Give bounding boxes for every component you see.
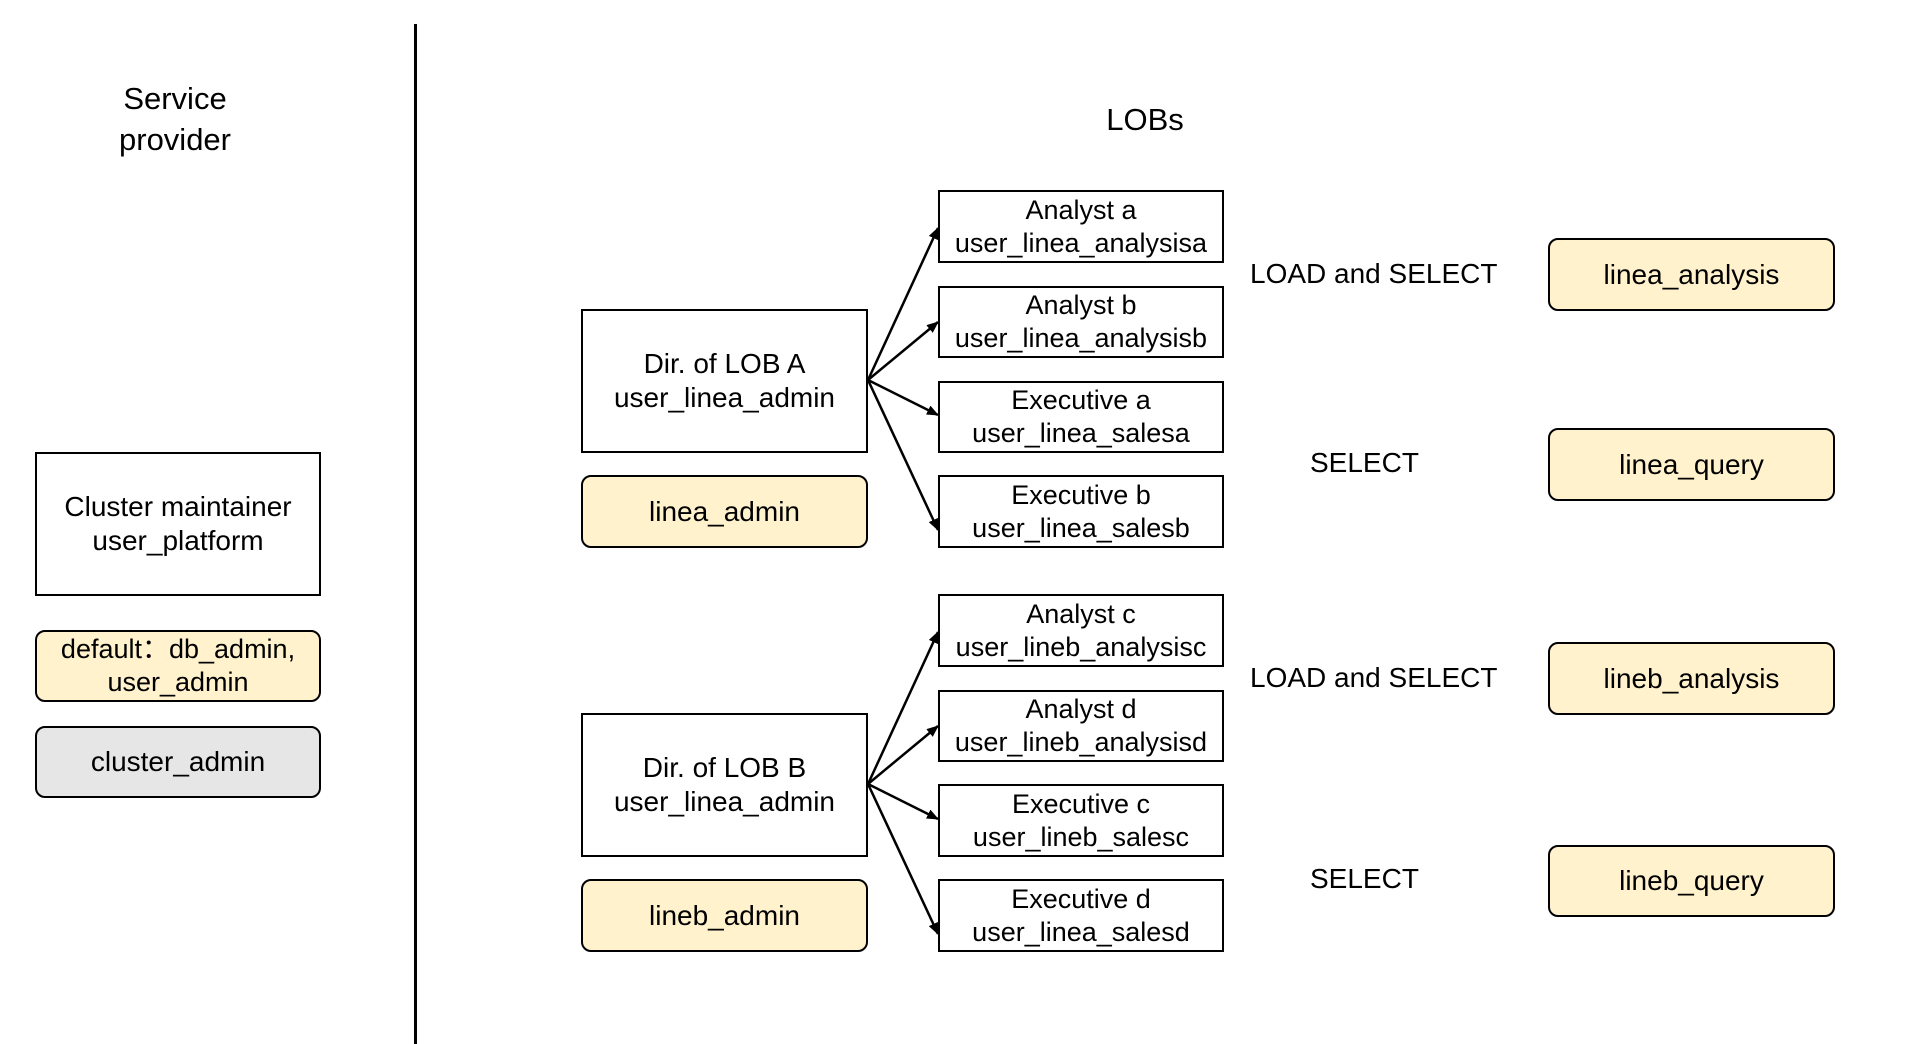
arrow-lob-b-to-executive-d	[866, 783, 940, 935]
role-box-linea-analysis: linea_analysis	[1548, 238, 1835, 311]
arrow-lob-b-to-analyst-c	[866, 631, 940, 785]
default-role-box: default：db_admin, user_admin	[35, 630, 321, 702]
member-box-analyst-d: Analyst d user_lineb_analysisd	[938, 690, 1224, 762]
lob-b-director-box: Dir. of LOB B user_linea_admin	[581, 713, 868, 857]
service-provider-title-line1: Service	[123, 81, 227, 116]
cluster-maintainer-title: Cluster maintainer	[64, 491, 292, 522]
member-role-title: Executive d	[1011, 883, 1151, 914]
lob-a-permission-load-select: LOAD and SELECT	[1250, 258, 1498, 289]
member-role-title: Executive c	[1011, 788, 1151, 819]
role-label: linea_analysis	[1603, 258, 1780, 290]
member-box-analyst-a: Analyst a user_linea_analysisa	[938, 190, 1224, 263]
lob-b-admin-role-box: lineb_admin	[581, 879, 868, 952]
member-user-name: user_lineb_analysisc	[955, 631, 1207, 662]
role-box-linea-query: linea_query	[1548, 428, 1835, 501]
role-label: lineb_query	[1619, 865, 1764, 896]
cluster-maintainer-box: Cluster maintainer user_platform	[35, 452, 321, 596]
member-user-name: user_linea_analysisb	[954, 323, 1208, 353]
arrow-lob-a-to-analyst-a	[866, 227, 940, 381]
role-box-lineb-analysis: lineb_analysis	[1548, 642, 1835, 715]
lob-b-director-title: Dir. of LOB B	[642, 752, 807, 783]
member-user-name: user_linea_salesd	[972, 916, 1190, 947]
lob-a-permission-select: SELECT	[1310, 447, 1419, 478]
arrow-lob-b-to-analyst-d	[867, 725, 939, 785]
member-user-name: user_linea_salesa	[972, 418, 1190, 448]
cluster-admin-role-box: cluster_admin	[35, 726, 321, 798]
member-box-executive-c: Executive c user_lineb_salesc	[938, 784, 1224, 857]
lob-b-director-user: user_linea_admin	[613, 786, 836, 817]
default-role-line1: default：db_admin,	[60, 634, 296, 664]
member-role-title: Analyst b	[1025, 290, 1137, 320]
member-box-executive-d: Executive d user_linea_salesd	[938, 879, 1224, 952]
lob-a-director-title: Dir. of LOB A	[643, 348, 806, 379]
column-divider	[414, 24, 417, 1044]
role-label: linea_query	[1619, 448, 1764, 480]
arrow-lob-b-to-executive-c	[867, 782, 939, 821]
service-provider-title: Service provider	[60, 78, 290, 160]
member-box-executive-a: Executive a user_linea_salesa	[938, 381, 1224, 453]
member-role-title: Analyst a	[1025, 194, 1137, 225]
lob-a-director-box: Dir. of LOB A user_linea_admin	[581, 309, 868, 453]
lob-a-director-user: user_linea_admin	[613, 382, 836, 413]
member-role-title: Executive a	[1011, 385, 1151, 415]
service-provider-title-line2: provider	[119, 122, 231, 157]
role-label: lineb_analysis	[1603, 662, 1780, 694]
arrow-lob-a-to-executive-b	[866, 379, 940, 531]
arrow-lob-a-to-executive-a	[867, 378, 939, 417]
member-box-analyst-b: Analyst b user_linea_analysisb	[938, 286, 1224, 358]
member-role-title: Analyst c	[1026, 598, 1136, 629]
arrow-lob-a-to-analyst-b	[867, 321, 939, 381]
default-role-line2: user_admin	[107, 667, 249, 697]
lob-b-permission-select: SELECT	[1310, 863, 1419, 894]
member-role-title: Executive b	[1011, 479, 1151, 510]
lob-b-admin-role-label: lineb_admin	[649, 899, 800, 931]
lobs-title: LOBs	[1106, 102, 1184, 137]
lob-b-permission-load-select: LOAD and SELECT	[1250, 662, 1498, 693]
lob-a-admin-role-box: linea_admin	[581, 475, 868, 548]
role-box-lineb-query: lineb_query	[1548, 845, 1835, 917]
member-role-title: Analyst d	[1025, 694, 1137, 724]
member-user-name: user_linea_salesb	[972, 512, 1190, 543]
member-user-name: user_lineb_analysisd	[954, 727, 1208, 757]
cluster-admin-role-label: cluster_admin	[90, 746, 266, 777]
lob-a-admin-role-label: linea_admin	[649, 495, 800, 527]
member-box-analyst-c: Analyst c user_lineb_analysisc	[938, 594, 1224, 667]
member-box-executive-b: Executive b user_linea_salesb	[938, 475, 1224, 548]
cluster-maintainer-user: user_platform	[92, 525, 264, 556]
member-user-name: user_linea_analysisa	[954, 227, 1208, 258]
member-user-name: user_lineb_salesc	[972, 821, 1190, 852]
